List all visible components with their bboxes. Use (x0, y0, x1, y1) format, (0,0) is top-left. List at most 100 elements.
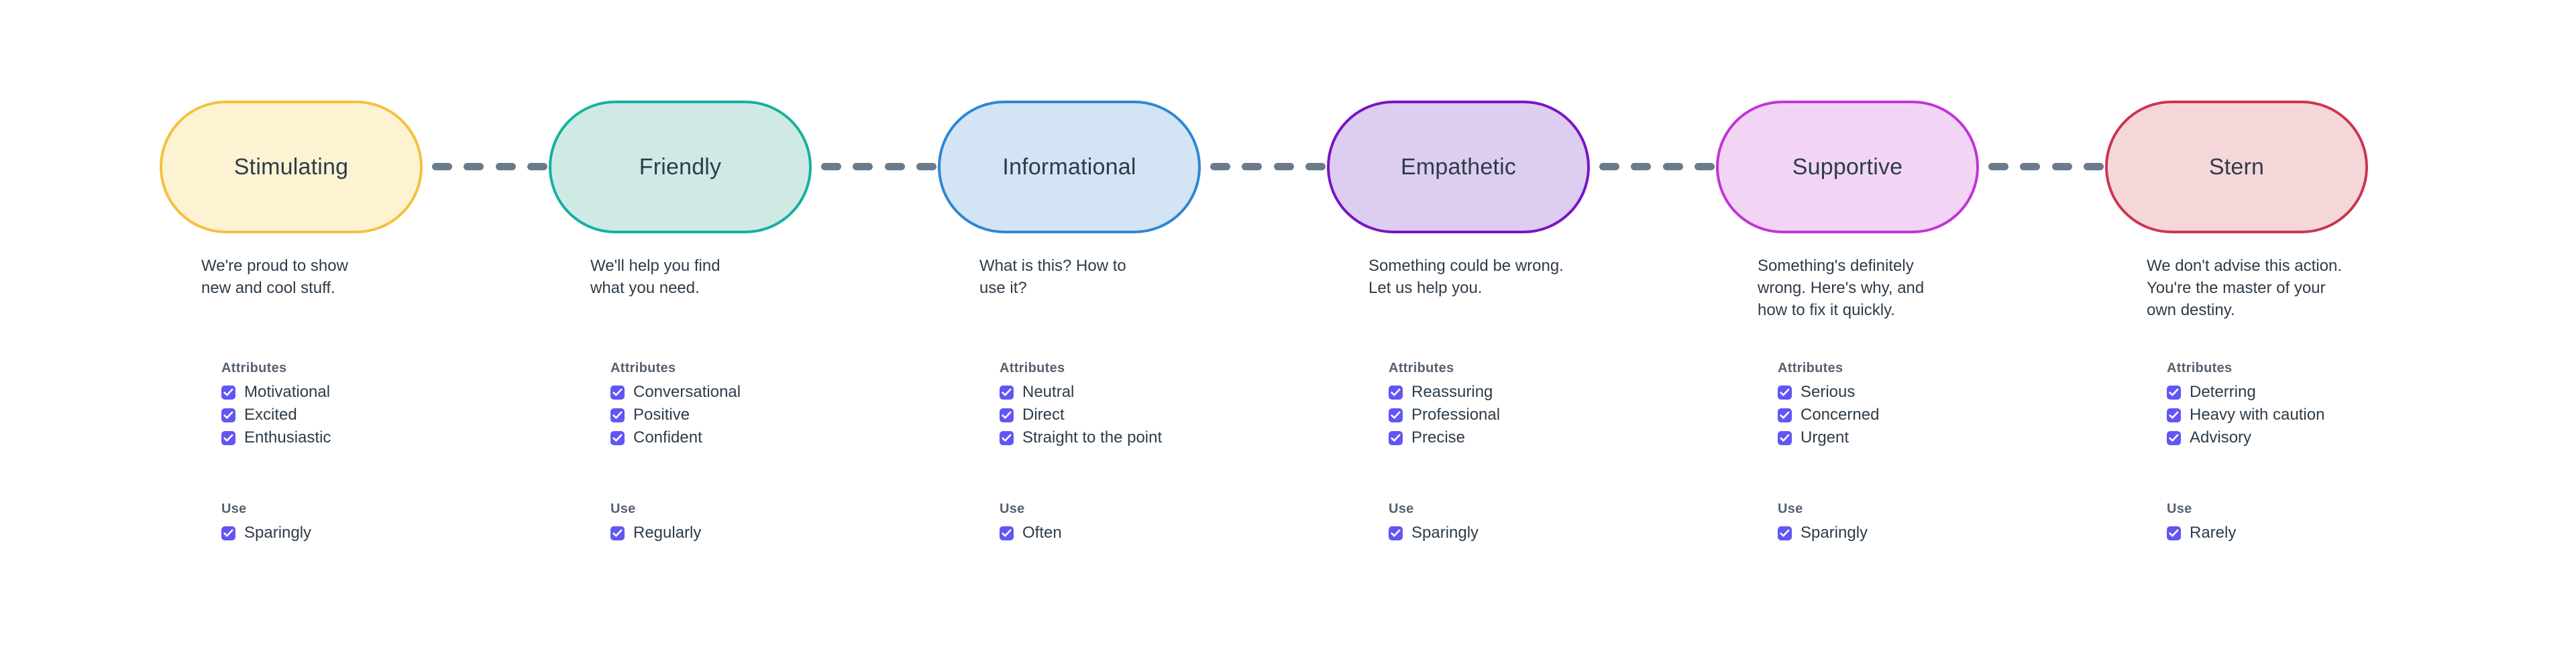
checklist-item[interactable]: Precise (1389, 427, 1657, 449)
checklist-item[interactable]: Urgent (1778, 427, 2046, 449)
connector-dash (1694, 162, 1715, 170)
tone-pill[interactable]: Stimulating (160, 101, 423, 233)
tone-column-stern: Stern We don't advise this action. You're… (2105, 0, 2434, 649)
checkbox-checked-icon[interactable] (610, 526, 625, 540)
checklist-item-label: Confident (633, 428, 702, 447)
checklist-item[interactable]: Conversational (610, 381, 879, 403)
checkbox-checked-icon[interactable] (1000, 408, 1014, 422)
dashed-connector (1988, 162, 2104, 171)
checklist-item-label: Neutral (1022, 383, 1075, 401)
checkbox-checked-icon[interactable] (221, 408, 235, 422)
checklist-item-label: Rarely (2190, 524, 2237, 542)
checklist-item[interactable]: Confident (610, 427, 879, 449)
checklist-item[interactable]: Serious (1778, 381, 2046, 403)
tone-pill-label: Supportive (1792, 154, 1903, 180)
checkbox-checked-icon[interactable] (1778, 430, 1792, 445)
checklist-item-label: Sparingly (1411, 524, 1479, 542)
checkbox-checked-icon[interactable] (1000, 385, 1014, 400)
checklist-item[interactable]: Sparingly (1389, 522, 1657, 544)
connector-dash (1305, 162, 1326, 170)
checkbox-checked-icon[interactable] (221, 430, 235, 445)
use-heading: Use (221, 501, 247, 516)
checkbox-checked-icon[interactable] (1389, 408, 1403, 422)
checklist-item[interactable]: Motivational (221, 381, 490, 403)
checkbox-checked-icon[interactable] (2167, 430, 2181, 445)
checklist-item[interactable]: Enthusiastic (221, 427, 490, 449)
checklist-item[interactable]: Concerned (1778, 404, 2046, 426)
checklist-item[interactable]: Heavy with caution (2167, 404, 2435, 426)
checklist-item[interactable]: Regularly (610, 522, 879, 544)
checklist-item-label: Reassuring (1411, 383, 1493, 401)
checklist-item[interactable]: Neutral (1000, 381, 1268, 403)
tone-description: We don't advise this action. You're the … (2147, 257, 2342, 319)
tone-pill-label: Stern (2208, 154, 2265, 180)
dashed-connector (821, 162, 936, 171)
attributes-heading: Attributes (1778, 361, 1843, 375)
checklist-item-label: Heavy with caution (2190, 406, 2325, 424)
checkbox-checked-icon[interactable] (610, 430, 625, 445)
tone-pill[interactable]: Informational (938, 101, 1201, 233)
connector-dash (1599, 162, 1619, 170)
tone-pill-label: Stimulating (233, 154, 349, 180)
checkbox-checked-icon[interactable] (221, 526, 235, 540)
checklist-item-label: Concerned (1801, 406, 1880, 424)
connector-dash (1242, 162, 1263, 170)
checkbox-checked-icon[interactable] (610, 408, 625, 422)
checklist-item[interactable]: Sparingly (1778, 522, 2046, 544)
checkbox-checked-icon[interactable] (610, 385, 625, 400)
checkbox-checked-icon[interactable] (1778, 408, 1792, 422)
use-heading: Use (2167, 501, 2192, 516)
checkbox-checked-icon[interactable] (2167, 385, 2181, 400)
connector-dash (2020, 162, 2041, 170)
checklist-item[interactable]: Deterring (2167, 381, 2435, 403)
checkbox-checked-icon[interactable] (1389, 385, 1403, 400)
tone-pill[interactable]: Empathetic (1327, 101, 1590, 233)
tone-description: We're proud to show new and cool stuff. (201, 257, 348, 297)
checkbox-checked-icon[interactable] (1389, 526, 1403, 540)
checklist-item[interactable]: Professional (1389, 404, 1657, 426)
tone-pill-shape: Friendly (549, 101, 812, 233)
checkbox-checked-icon[interactable] (1389, 430, 1403, 445)
checklist-item[interactable]: Positive (610, 404, 879, 426)
tone-pill[interactable]: Stern (2105, 101, 2368, 233)
tone-description: What is this? How to use it? (979, 257, 1126, 297)
checklist-item[interactable]: Advisory (2167, 427, 2435, 449)
checklist-item[interactable]: Direct (1000, 404, 1268, 426)
checklist-item[interactable]: Often (1000, 522, 1268, 544)
checkbox-checked-icon[interactable] (1778, 385, 1792, 400)
checkbox-checked-icon[interactable] (2167, 526, 2181, 540)
checklist-item[interactable]: Straight to the point (1000, 427, 1268, 449)
attributes-heading: Attributes (221, 361, 287, 375)
checklist-item[interactable]: Sparingly (221, 522, 490, 544)
connector-dash (2051, 162, 2072, 170)
checklist-item[interactable]: Rarely (2167, 522, 2435, 544)
tone-pill[interactable]: Friendly (549, 101, 812, 233)
tone-pill[interactable]: Supportive (1716, 101, 1979, 233)
checklist-item-label: Regularly (633, 524, 702, 542)
checklist-item-label: Deterring (2190, 383, 2256, 401)
checkbox-checked-icon[interactable] (221, 385, 235, 400)
checkbox-checked-icon[interactable] (1778, 526, 1792, 540)
checkbox-checked-icon[interactable] (1000, 430, 1014, 445)
checklist-item-label: Direct (1022, 406, 1065, 424)
checklist-item[interactable]: Excited (221, 404, 490, 426)
checklist-item[interactable]: Reassuring (1389, 381, 1657, 403)
checkbox-checked-icon[interactable] (1000, 526, 1014, 540)
checkbox-checked-icon[interactable] (2167, 408, 2181, 422)
attributes-heading: Attributes (1389, 361, 1454, 375)
connector-dash (1273, 162, 1294, 170)
checklist-item-label: Serious (1801, 383, 1856, 401)
tone-pill-shape: Stimulating (160, 101, 423, 233)
checklist-item-label: Urgent (1801, 428, 1849, 447)
